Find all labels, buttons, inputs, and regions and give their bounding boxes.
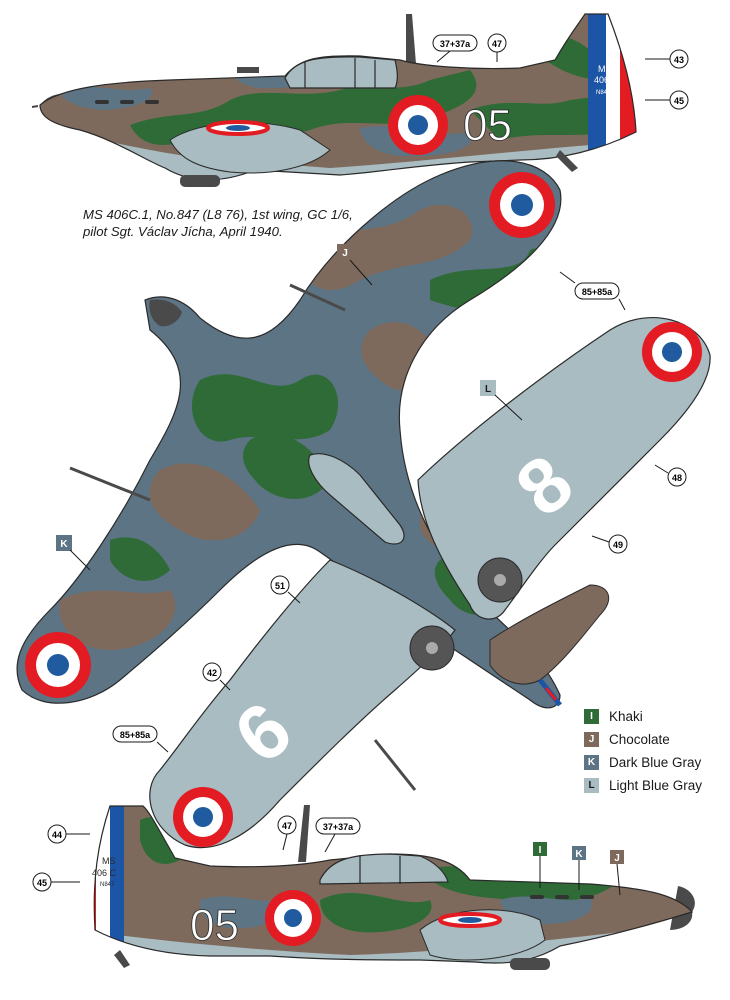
color-legend: I Khaki J Chocolate K Dark Blue Gray L L…: [584, 705, 702, 797]
svg-text:J: J: [342, 248, 348, 259]
tail-type-top: 406 C: [594, 75, 619, 85]
svg-text:37+37a: 37+37a: [323, 822, 354, 832]
callout-51: [270, 575, 290, 595]
callout-85-right: [574, 282, 620, 300]
callout-49: [608, 534, 628, 554]
side-code-bottom: 05: [190, 901, 239, 950]
legend-item-chocolate: J Chocolate: [584, 728, 702, 751]
svg-text:K: K: [60, 539, 68, 550]
tag-i-side: [533, 842, 547, 856]
legend-label: Khaki: [609, 709, 643, 724]
legend-swatch: L: [584, 778, 599, 793]
svg-text:43: 43: [674, 55, 684, 65]
svg-text:J: J: [614, 853, 620, 864]
callout-48: [667, 467, 687, 487]
caption-line-1: MS 406C.1, No.847 (L8 76), 1st wing, GC …: [83, 207, 353, 222]
tag-l-wing: [480, 380, 496, 396]
tag-k-side: [572, 846, 586, 860]
callout-42: [202, 662, 222, 682]
svg-text:85+85a: 85+85a: [120, 730, 151, 740]
legend-swatch: I: [584, 709, 599, 724]
svg-text:37+37a: 37+37a: [440, 39, 471, 49]
svg-text:48: 48: [672, 473, 682, 483]
svg-text:47: 47: [282, 821, 292, 831]
side-view-top: 05 MS 406 C N847: [31, 13, 637, 187]
tail-ms-bottom: MS: [102, 856, 116, 866]
svg-text:44: 44: [52, 830, 62, 840]
canopy-top: [284, 56, 398, 89]
tag-j-side: [610, 850, 624, 864]
callouts: 37+37a 47 43 45 85+85a 48 49 51 42: [32, 33, 689, 892]
tail-serial-bottom: N847: [100, 882, 115, 888]
callout-85-left: [112, 725, 158, 743]
svg-text:51: 51: [275, 581, 285, 591]
svg-text:42: 42: [207, 668, 217, 678]
svg-text:L: L: [485, 384, 491, 395]
antenna-mast-top: [406, 14, 416, 64]
callout-37a-top: [432, 34, 478, 52]
svg-text:47: 47: [492, 39, 502, 49]
legend-label: Dark Blue Gray: [609, 755, 702, 770]
side-code-top: 05: [463, 101, 512, 150]
svg-text:45: 45: [37, 878, 47, 888]
canopy-bottom: [319, 853, 449, 885]
cockpit-canopy-plan: [308, 453, 405, 545]
color-code-tags: J L K I K J: [56, 244, 624, 896]
tail-type-bottom: 406 C: [92, 868, 117, 878]
tail-serial-top: N847: [596, 90, 611, 96]
legend-swatch: J: [584, 732, 599, 747]
svg-text:45: 45: [674, 96, 684, 106]
caption-line-2: pilot Sgt. Václav Jícha, April 1940.: [83, 224, 283, 239]
tail-ms-top: MS: [598, 64, 612, 74]
legend-swatch: K: [584, 755, 599, 770]
underside-left-wing: 6: [149, 559, 456, 849]
legend-item-light-blue-gray: L Light Blue Gray: [584, 774, 702, 797]
legend-label: Chocolate: [609, 732, 670, 747]
legend-item-khaki: I Khaki: [584, 705, 702, 728]
tag-k-plan: [56, 535, 72, 551]
svg-text:85+85a: 85+85a: [582, 287, 613, 297]
underside-right-wing: 8: [417, 316, 711, 620]
legend-label: Light Blue Gray: [609, 778, 703, 793]
callout-37a-bottom: [315, 817, 361, 835]
tag-j-plan: [337, 244, 353, 260]
svg-text:K: K: [575, 849, 583, 860]
caption: MS 406C.1, No.847 (L8 76), 1st wing, GC …: [83, 206, 383, 240]
svg-text:I: I: [539, 845, 542, 856]
svg-text:49: 49: [613, 540, 623, 550]
legend-item-dark-blue-gray: K Dark Blue Gray: [584, 751, 702, 774]
